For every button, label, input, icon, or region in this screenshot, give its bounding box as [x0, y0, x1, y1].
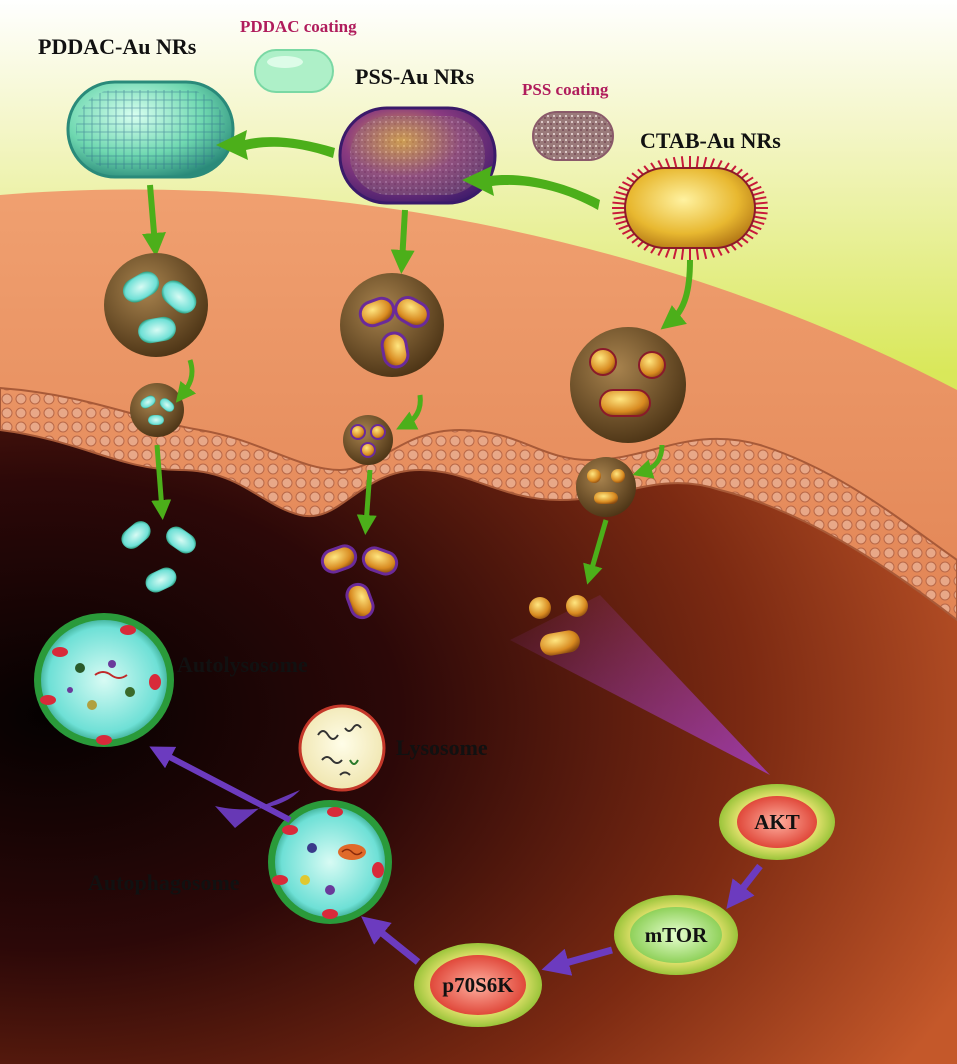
autophagosome-icon [268, 800, 392, 924]
pss-coating-icon [532, 111, 614, 161]
p70s6k-label: p70S6K [442, 973, 514, 997]
p70s6k-node [414, 943, 542, 1027]
endosome-icon [104, 253, 208, 357]
endosome-icon [340, 273, 444, 377]
pddac-coating-icon [254, 49, 334, 93]
pddac-au-label: PDDAC-Au NRs [38, 34, 197, 59]
autophagosome-label: Autophagosome [88, 870, 240, 895]
endosome-icon [576, 457, 636, 517]
cell-membrane [0, 386, 957, 622]
endosome-icon [570, 327, 686, 443]
pddac-gold-nanorod-icon [66, 80, 235, 179]
pddac-coating-label: PDDAC coating [240, 17, 357, 36]
fusion-arrow [149, 746, 300, 828]
endosome-icon [343, 415, 393, 465]
pss-coating-label: PSS coating [522, 80, 609, 99]
uptake-arrows [142, 184, 693, 330]
lysosome-icon [298, 704, 386, 792]
mtor-node [614, 895, 738, 975]
released-pss-nanorods [320, 544, 399, 620]
lysosome-label: Lysosome [396, 735, 488, 760]
release-arrows [151, 359, 665, 585]
endosome-icon [130, 383, 184, 437]
released-pddac-nanorods [121, 521, 196, 593]
pss-gold-nanorod-icon [338, 106, 497, 205]
ctab-au-label: CTAB-Au NRs [640, 128, 781, 153]
ctab-gold-nanorod-icon [612, 156, 768, 260]
akt-node [719, 784, 835, 860]
autolysosome-icon [34, 613, 174, 747]
pss-au-label: PSS-Au NRs [355, 64, 475, 89]
pathway-arrows [361, 863, 763, 976]
released-ctab-nanorods [529, 595, 588, 656]
akt-label: AKT [754, 810, 800, 834]
coating-arrows [216, 130, 600, 210]
autolysosome-label: Autolysosome [177, 652, 308, 677]
mtor-label: mTOR [645, 923, 708, 947]
